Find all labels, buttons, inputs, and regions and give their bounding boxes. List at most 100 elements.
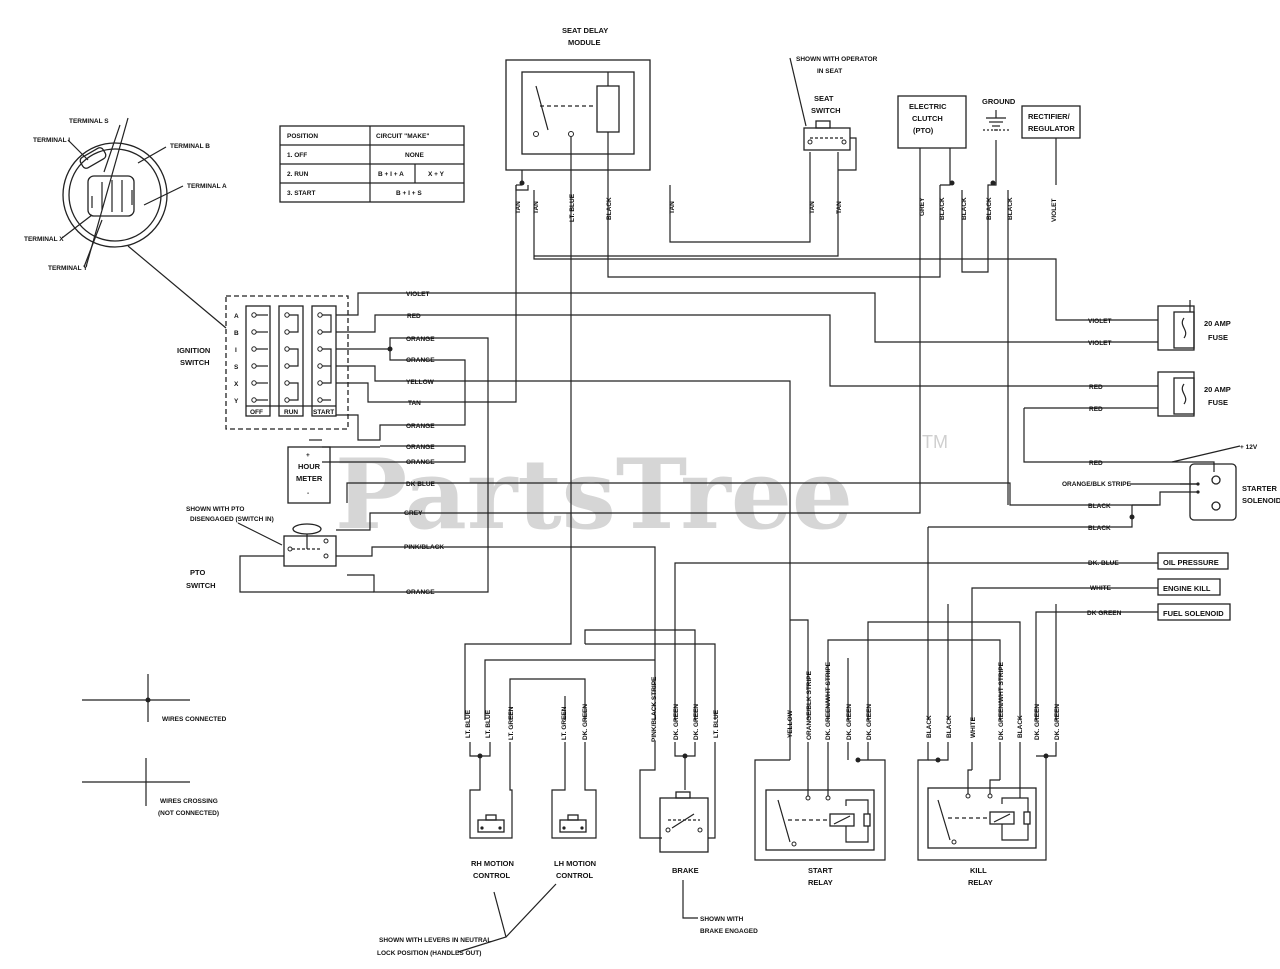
clutch-label-1: ELECTRIC [909, 102, 947, 111]
v-label-black-1: BLACK [606, 197, 613, 220]
wire-label-orange-2: ORANGE [406, 357, 435, 364]
fuse-2-symbol [1157, 371, 1195, 417]
start-relay-label-2: RELAY [808, 878, 833, 887]
wire-label-dk-blue: DK BLUE [406, 481, 436, 488]
brake-switch-symbol [639, 742, 716, 919]
hour-meter-box [287, 446, 331, 504]
clutch-label-2: CLUTCH [912, 114, 943, 123]
legend-crossing-2: (NOT CONNECTED) [158, 810, 219, 817]
switch-row-y: Y [234, 398, 239, 405]
engine-kill-box [1157, 578, 1221, 596]
terminal-s-label: TERMINAL S [69, 118, 109, 125]
top-wires [464, 140, 1158, 720]
fuel-solenoid-box [1157, 603, 1231, 621]
terminal-y-label: TERMINAL Y [48, 265, 88, 272]
lh-label-2: CONTROL [556, 871, 593, 880]
b-label-lt-green-1: LT. GREEN [508, 706, 515, 740]
plus-12v-label: + 12V [1240, 444, 1258, 451]
rh-label-1: RH MOTION [471, 859, 514, 868]
b-label-yellow: YELLOW [787, 709, 794, 738]
switch-col-start: START [313, 409, 334, 416]
pto-switch-label-1: PTO [190, 568, 205, 577]
switch-row-s: S [234, 364, 239, 371]
v-label-black-2: BLACK [939, 197, 946, 220]
b-label-dk-green-2: DK. GREEN [673, 704, 680, 740]
r-label-violet-1: VIOLET [1088, 318, 1112, 325]
table-header-circuit: CIRCUIT "MAKE" [376, 133, 429, 140]
b-label-dk-green-1: DK. GREEN [582, 704, 589, 740]
b-label-dk-green-5: DK. GREEN [866, 704, 873, 740]
switch-col-run: RUN [284, 409, 298, 416]
kill-relay-label-1: KILL [970, 866, 987, 875]
wire-label-yellow: YELLOW [406, 379, 435, 386]
watermark-mark: TM [922, 432, 948, 452]
terminal-b-label: TERMINAL B [170, 143, 210, 150]
terminal-x-label: TERMINAL X [24, 236, 64, 243]
pto-switch-symbol [237, 522, 374, 593]
levers-note-1: SHOWN WITH LEVERS IN NEUTRAL [379, 937, 491, 944]
b-label-black-1: BLACK [926, 715, 933, 738]
rectifier-box [1021, 105, 1081, 139]
b-label-lt-green-2: LT. GREEN [561, 706, 568, 740]
b-label-dk-green-3: DK. GREEN [693, 704, 700, 740]
wire-label-grey: GREY [404, 510, 423, 517]
fuse1-label-1: 20 AMP [1204, 319, 1231, 328]
table-make-start: B + I + S [396, 190, 422, 197]
b-label-dk-green-wht-2: DK. GREEN/WHT STRIPE [998, 661, 1005, 740]
wire-label-orange-4: ORANGE [406, 444, 435, 451]
b-label-black-3: BLACK [1017, 715, 1024, 738]
seat-delay-label-1: SEAT DELAY [562, 26, 608, 35]
watermark: PartsTree [335, 438, 853, 551]
wire-label-red-1: RED [407, 313, 421, 320]
position-table [279, 125, 465, 203]
r-label-red-2: RED [1089, 406, 1103, 413]
start-relay-label-1: START [808, 866, 833, 875]
fuel-solenoid-label: FUEL SOLENOID [1163, 609, 1224, 618]
v-label-lt-blue: LT. BLUE [569, 193, 576, 222]
right-wires [674, 300, 1241, 720]
r-label-violet-2: VIOLET [1088, 340, 1112, 347]
v-label-black-5: BLACK [1007, 197, 1014, 220]
seat-note-1: SHOWN WITH OPERATOR [796, 56, 878, 63]
b-label-dk-green-7: DK. GREEN [1054, 704, 1061, 740]
r-label-dk-blue: DK. BLUE [1088, 560, 1119, 567]
b-label-pink-black: PINK/BLACK STRIPE [651, 676, 658, 742]
legend-connected: WIRES CONNECTED [162, 716, 227, 723]
lh-motion-switch [551, 742, 597, 839]
v-label-tan-3: TAN [669, 201, 676, 214]
v-label-tan-1: TAN [515, 201, 522, 214]
rh-label-2: CONTROL [473, 871, 510, 880]
wire-label-orange-6: ORANGE [406, 589, 435, 596]
b-label-lt-blue-1: LT. BLUE [465, 709, 472, 738]
table-extra-run: X + Y [428, 171, 445, 178]
seat-switch-label-2: SWITCH [811, 106, 841, 115]
b-label-dk-green-6: DK. GREEN [1034, 704, 1041, 740]
kill-relay-symbol [917, 742, 1057, 861]
fuse1-label-2: FUSE [1208, 333, 1228, 342]
wire-label-tan: TAN [408, 400, 421, 407]
hour-meter-plus: + [306, 452, 310, 459]
bottom-wires [484, 604, 1057, 720]
b-label-orange-blk: ORANGE/BLK STRIPE [806, 670, 813, 740]
wire-label-pink-black: PINK/BLACK [404, 544, 444, 551]
wire-label-orange-5: ORANGE [406, 459, 435, 466]
switch-row-a: A [234, 313, 239, 320]
wire-label-violet-1: VIOLET [406, 291, 430, 298]
r-label-dk-green: DK GREEN [1087, 610, 1122, 617]
pto-note-2: DISENGAGED (SWITCH IN) [190, 516, 274, 523]
start-relay-symbol [754, 742, 886, 861]
r-label-red-3: RED [1089, 460, 1103, 467]
b-label-white: WHITE [970, 716, 977, 738]
wire-label-orange-3: ORANGE [406, 423, 435, 430]
ground-symbol [983, 110, 1009, 131]
table-make-off: NONE [405, 152, 424, 159]
solenoid-label-1: STARTER [1242, 484, 1277, 493]
ignition-key-face [61, 117, 227, 329]
b-label-dk-green-4: DK. GREEN [846, 704, 853, 740]
solenoid-label-2: SOLENOID [1242, 496, 1280, 505]
r-label-black-1: BLACK [1088, 503, 1111, 510]
table-make-run: B + I + A [378, 171, 404, 178]
hour-meter-label-1: HOUR [298, 462, 321, 471]
v-label-tan-4: TAN [809, 201, 816, 214]
seat-switch-label-1: SEAT [814, 94, 834, 103]
